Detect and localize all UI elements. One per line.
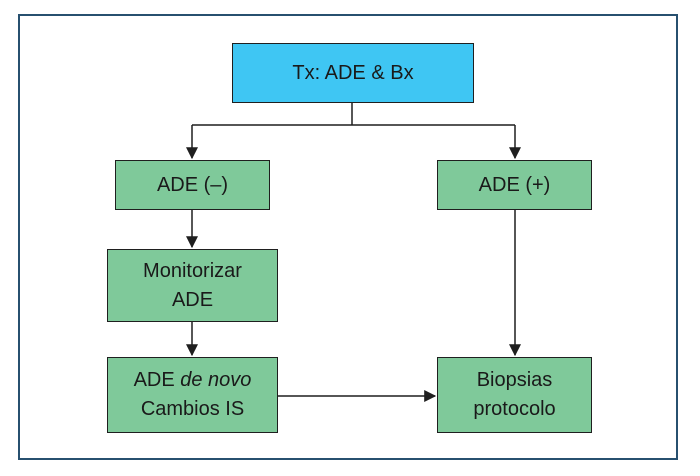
node-ade-de-novo-line1: ADE de novo: [134, 366, 252, 395]
node-biopsias-line2: protocolo: [473, 398, 556, 420]
node-ade-de-novo-prefix: ADE: [133, 369, 181, 391]
node-ade-de-novo: ADE de novo Cambios IS: [107, 357, 278, 433]
node-ade-positive: ADE (+): [437, 160, 592, 210]
node-ade-negative: ADE (–): [115, 160, 270, 210]
node-monitorizar-ade: Monitorizar ADE: [107, 249, 278, 322]
node-ade-positive-label: ADE (+): [478, 173, 551, 196]
node-ade-de-novo-line2: Cambios IS: [140, 398, 245, 420]
node-tx-ade-bx: Tx: ADE & Bx: [232, 43, 474, 103]
node-ade-de-novo-italic: de novo: [180, 369, 252, 391]
node-biopsias-line1: Biopsias: [476, 369, 553, 391]
node-ade-negative-label: ADE (–): [156, 173, 229, 196]
node-monitorizar-line1: Monitorizar: [143, 259, 242, 282]
node-monitorizar-line2: ADE: [171, 288, 214, 311]
node-biopsias-protocolo: Biopsias protocolo: [437, 357, 592, 433]
node-tx-label: Tx: ADE & Bx: [292, 61, 414, 84]
